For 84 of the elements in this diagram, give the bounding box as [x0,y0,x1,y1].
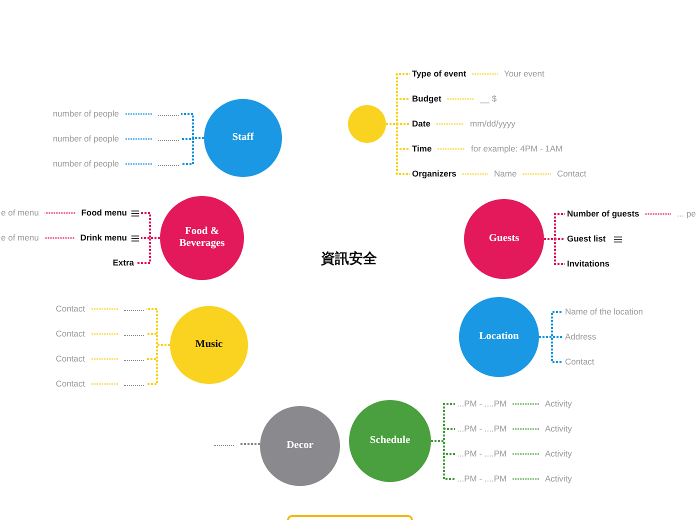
topic-label: Address [565,332,596,342]
connector-line [125,113,152,115]
connector-line [44,212,76,214]
topic-label: Name [494,168,517,180]
connector-line [645,213,671,215]
topic-label: Number of guests [567,208,640,220]
topic-circle: Staff [204,99,282,177]
connector-line [436,123,464,125]
topic-label: mm/dd/yyyy [470,118,516,130]
connector-line [447,98,474,100]
topic-label: Budget [412,94,442,104]
connector-line [512,453,539,455]
topic-label: number of people [52,108,119,120]
connector-line [431,440,455,480]
topic-label: Extra [112,258,134,268]
connector-line [512,403,539,405]
placeholder-line [124,382,144,386]
topic-label: e of menu [1,208,39,218]
connector-line [44,237,74,239]
connector-line [539,336,563,363]
topic-label: __ $ [480,94,497,104]
topic-label: e of menu [1,232,39,244]
connector-line [512,478,539,480]
topic-label: Drink menu [80,232,127,242]
topic-label: Contact [56,304,85,314]
placeholder-line [124,307,144,311]
connector-line [522,173,551,175]
connector-line [462,173,488,175]
topic-circle: Guests [464,199,544,279]
topic-label: Date [412,118,430,130]
topic-label: for example: 4PM - 1AM [471,144,563,154]
topic-label: ...PM - ....PM [457,398,507,410]
topic-label: Type of event [412,68,466,80]
connector-line [125,138,152,140]
empty-box [287,515,413,520]
connector-line [136,237,160,264]
topic-label: Organizers [412,168,456,180]
connector-line [240,443,260,445]
title-text: 資訊安全 [321,250,377,268]
topic-circle: Decor [260,406,340,486]
connector-line [91,308,118,310]
topic-label: Contact [565,356,594,368]
connector-line [386,123,410,175]
topic-label: Contact [56,354,85,364]
placeholder-line [124,357,144,361]
connector-line [544,238,565,265]
connector-line [181,137,204,165]
topic-label: ... pe [677,208,696,220]
connector-line [472,73,498,75]
connector-line [438,148,465,150]
topic-label: Contact [56,378,85,390]
topic-label: Invitations [567,258,610,270]
connector-line [91,358,118,360]
placeholder-line [158,162,179,166]
topic-circle: Location [459,297,539,377]
topic-label: Your event [504,68,544,80]
placeholder-line [158,112,179,116]
topic-label: Contact [56,328,85,340]
placeholder-line [214,442,234,446]
connector-line [146,344,170,385]
topic-circle: Schedule [349,400,431,482]
topic-circle: Food & Beverages [160,196,244,280]
topic-label: Time [412,144,432,154]
topic-label: Name of the location [565,306,643,318]
topic-circle: Music [170,306,248,384]
topic-circle [348,105,386,143]
connector-line [125,163,152,165]
placeholder-line [124,332,144,336]
placeholder-line [158,137,179,141]
topic-label: Activity [545,474,572,484]
connector-line [91,383,118,385]
connector-line [91,333,118,335]
connector-line [512,428,539,430]
topic-label: ...PM - ....PM [457,448,507,460]
topic-label: number of people [52,158,119,170]
topic-label: Contact [557,168,586,180]
topic-label: ...PM - ....PM [457,424,507,434]
topic-label: Guest list [567,234,606,244]
topic-label: Food menu [81,208,127,218]
topic-label: number of people [52,134,119,144]
topic-label: ...PM - ....PM [457,474,507,484]
topic-label: Activity [545,448,572,460]
topic-label: Activity [545,398,572,410]
topic-label: Activity [545,424,572,434]
